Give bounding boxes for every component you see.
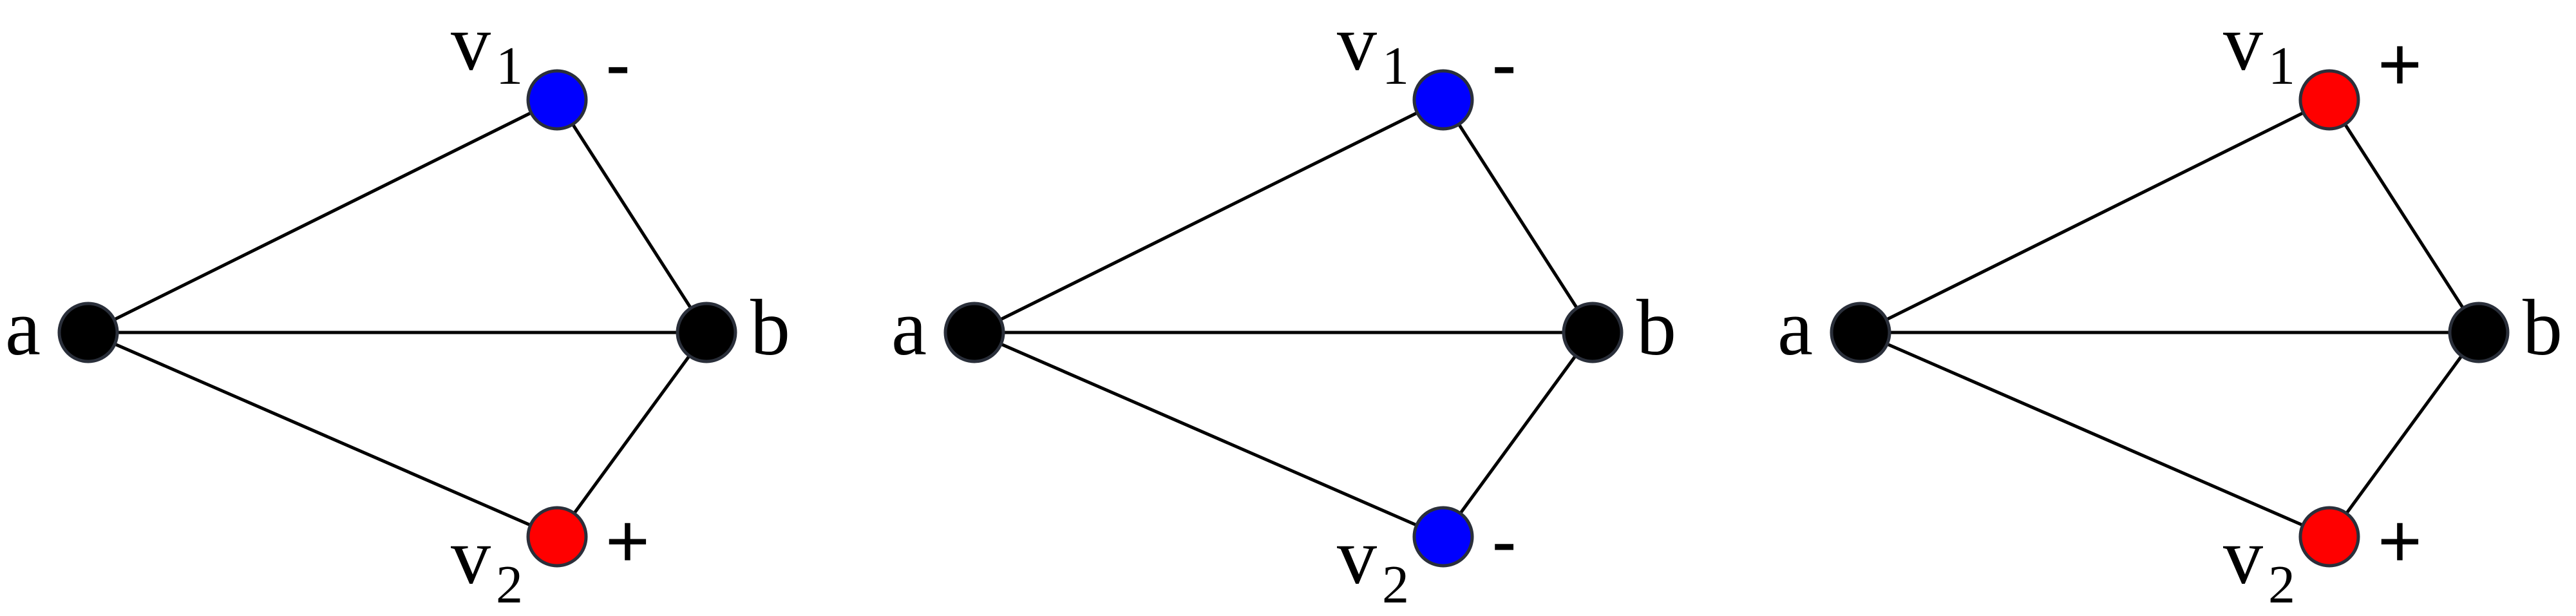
edge-a-v1 xyxy=(973,98,1444,334)
node-v1 xyxy=(2298,69,2360,131)
label-a: a xyxy=(5,284,41,372)
sign-v2: + xyxy=(605,499,650,584)
sign-v2: - xyxy=(1492,499,1517,584)
edge-v2-b xyxy=(555,331,708,538)
label-v1-subscript: 1 xyxy=(496,36,523,96)
label-v1-subscript: 1 xyxy=(2268,36,2295,96)
edge-v2-b xyxy=(1441,331,1595,538)
node-a xyxy=(943,302,1005,363)
label-a: a xyxy=(1777,284,1813,372)
label-b: b xyxy=(750,284,790,372)
sign-v1: + xyxy=(2378,22,2422,107)
label-v2: v xyxy=(2223,512,2263,601)
node-v2 xyxy=(2298,506,2360,568)
sign-v2: + xyxy=(2378,499,2422,584)
node-v2 xyxy=(1412,506,1474,568)
label-v2-subscript: 2 xyxy=(2268,555,2295,615)
edge-a-v1 xyxy=(1859,98,2331,334)
sign-v1: - xyxy=(605,22,630,107)
label-v1-subscript: 1 xyxy=(1382,36,1409,96)
edge-v1-b xyxy=(2327,99,2481,334)
edge-v1-b xyxy=(1441,99,1595,334)
label-v1: v xyxy=(1337,0,1377,87)
node-v1 xyxy=(526,69,588,131)
node-b xyxy=(1562,302,1624,363)
edge-a-v1 xyxy=(87,98,558,334)
node-b xyxy=(676,302,737,363)
edge-a-v2 xyxy=(1860,331,2330,539)
label-v2: v xyxy=(451,512,491,601)
edge-v1-b xyxy=(555,99,708,334)
label-b: b xyxy=(1636,284,1676,372)
label-v1: v xyxy=(451,0,491,87)
node-v2 xyxy=(526,506,588,568)
edge-a-v2 xyxy=(974,331,1444,539)
node-a xyxy=(1830,302,1891,363)
label-a: a xyxy=(891,284,927,372)
label-v2-subscript: 2 xyxy=(1382,555,1409,615)
label-v2: v xyxy=(1337,512,1377,601)
label-b: b xyxy=(2523,284,2562,372)
label-v2-subscript: 2 xyxy=(496,555,523,615)
sign-v1: - xyxy=(1492,22,1517,107)
node-b xyxy=(2448,302,2510,363)
label-v1: v xyxy=(2223,0,2263,87)
edge-v2-b xyxy=(2327,331,2481,538)
edge-a-v2 xyxy=(88,331,558,539)
node-v1 xyxy=(1412,69,1474,131)
node-a xyxy=(57,302,119,363)
